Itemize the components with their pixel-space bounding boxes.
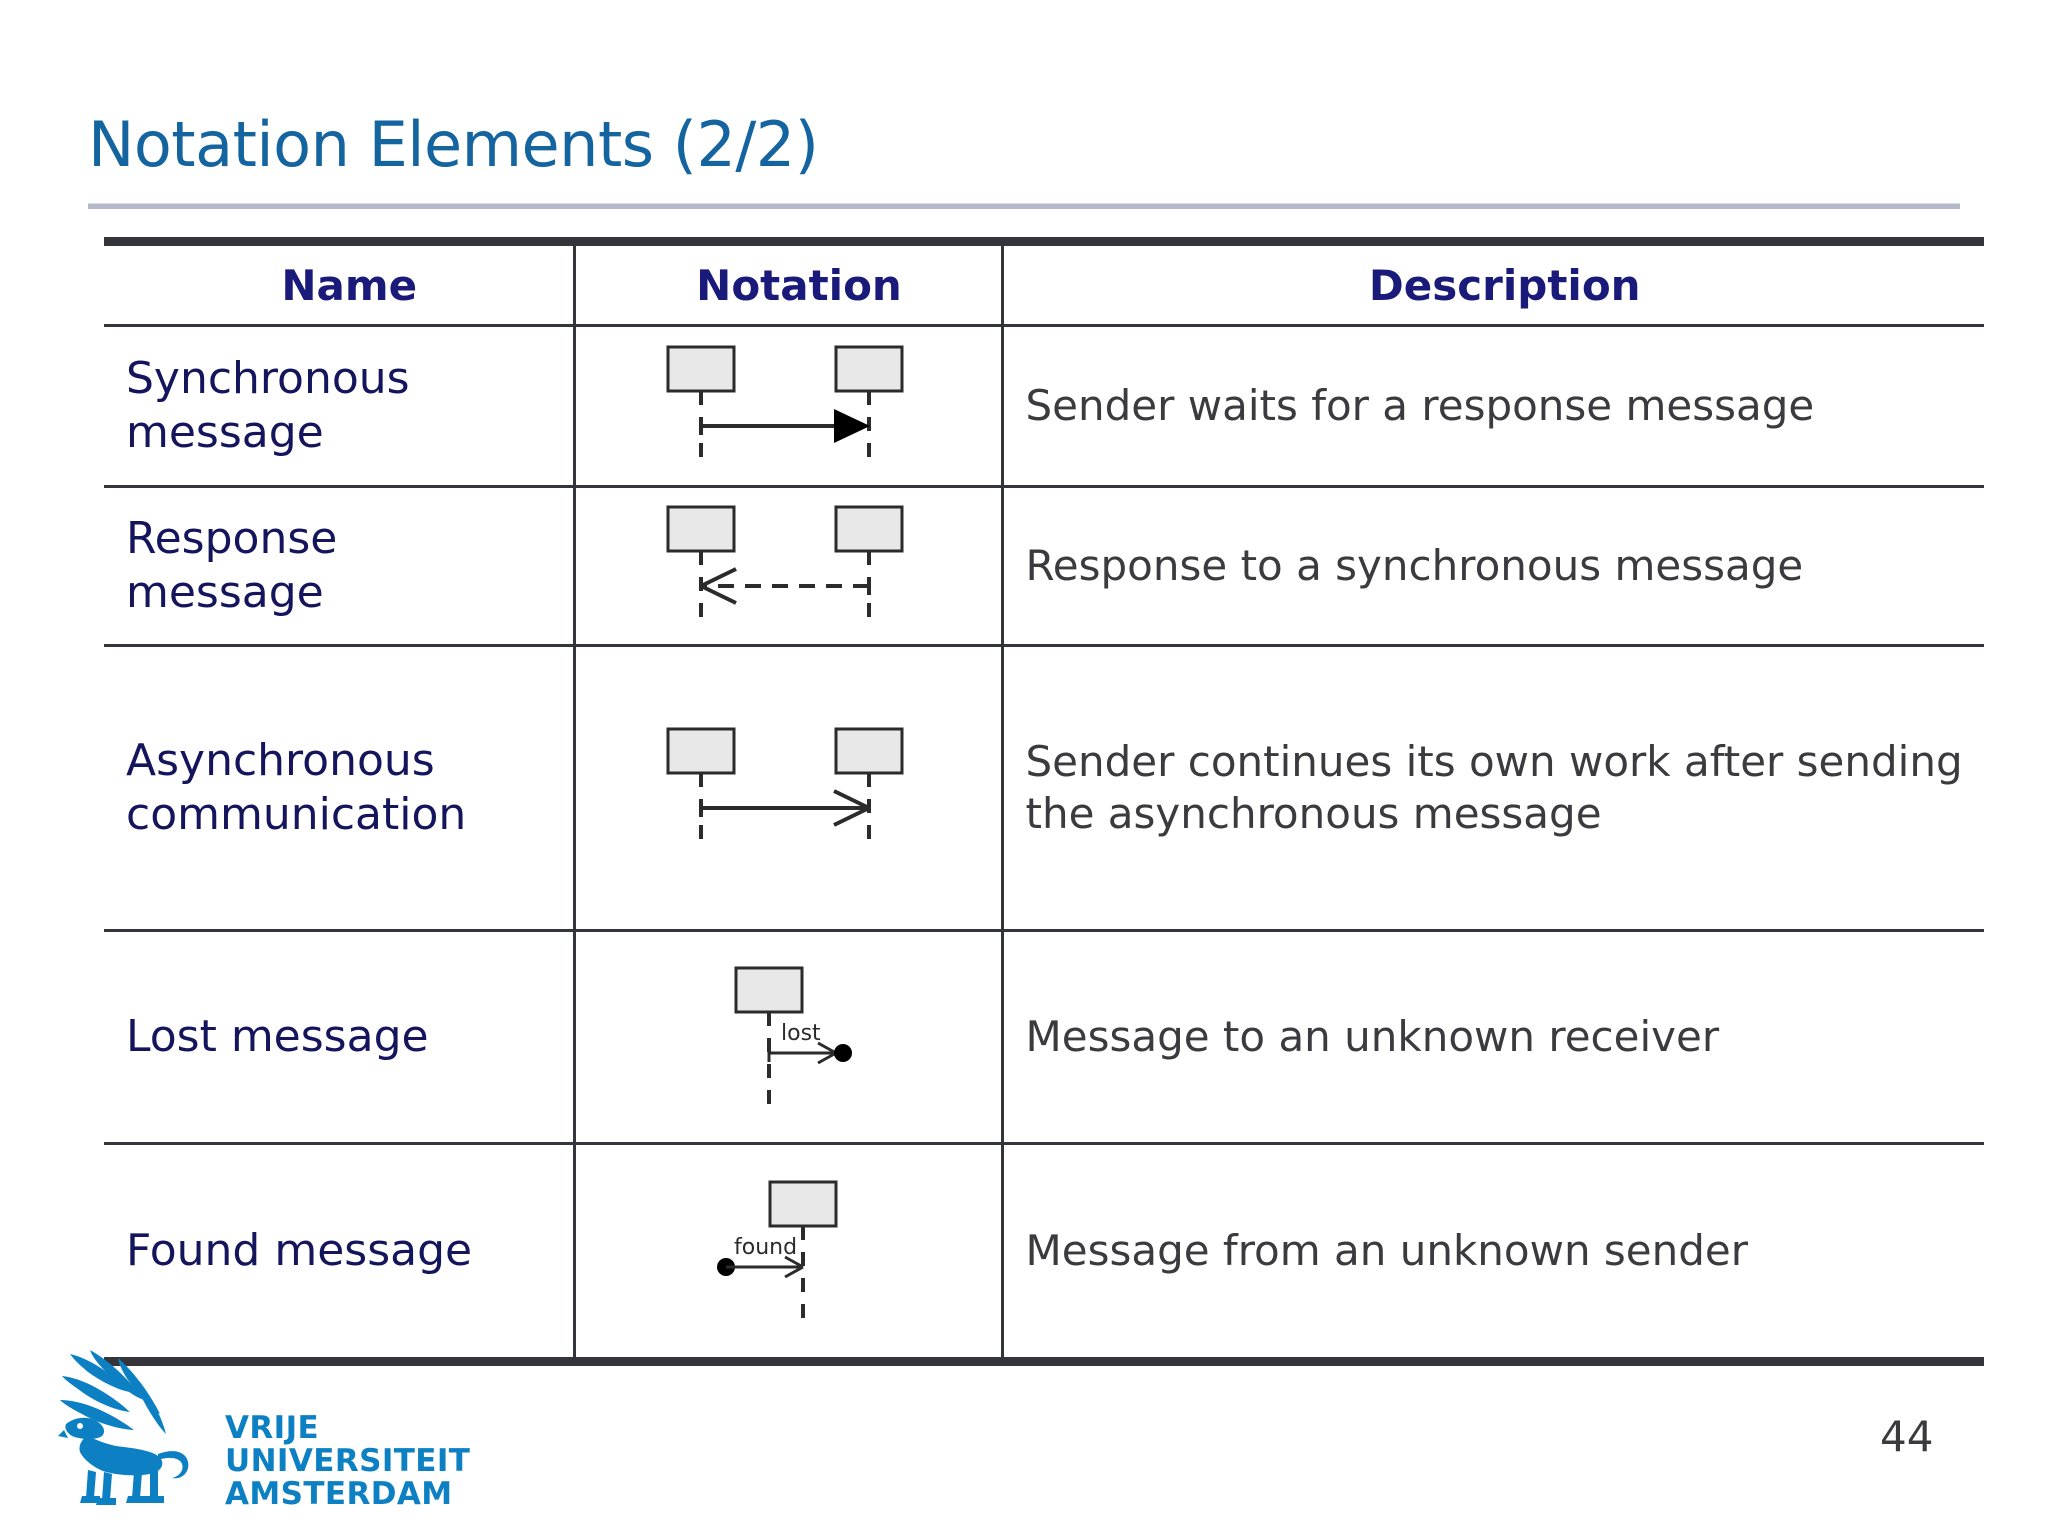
- row-description-label: Message from an unknown sender: [1025, 1225, 1749, 1275]
- response-message-diagram: [576, 501, 1001, 631]
- row-description-cell: Sender continues its own work after send…: [1000, 645, 1984, 932]
- sync-message-diagram: [576, 341, 1001, 471]
- column-header-notation-label: Notation: [696, 260, 902, 310]
- found-message-svg: found: [717, 1180, 838, 1318]
- vu-logo: VRIJE UNIVERSITEIT AMSTERDAM: [58, 1348, 470, 1513]
- row-name-cell: Found message: [104, 1143, 574, 1366]
- row-description-label: Message to an unknown receiver: [1025, 1011, 1720, 1061]
- notation-elements-table: Name Notation Description Synchronous me…: [104, 237, 1984, 1366]
- row-notation-cell: [572, 486, 1002, 647]
- row-name-label: Lost message: [126, 1011, 429, 1063]
- row-name-cell: Response message: [104, 486, 574, 647]
- lost-label: lost: [781, 1021, 821, 1046]
- title-divider: [88, 203, 1960, 209]
- row-name-label: Asynchronous communication: [126, 735, 467, 840]
- row-notation-cell: found: [572, 1143, 1002, 1366]
- row-name-label: Synchronous message: [126, 353, 410, 458]
- column-header-name-label: Name: [281, 260, 418, 310]
- page-number: 44: [1880, 1412, 1934, 1461]
- row-description-label: Sender continues its own work after send…: [1025, 736, 1963, 839]
- column-header-name: Name: [104, 241, 574, 327]
- lost-message-diagram: lost: [576, 962, 1001, 1112]
- row-description-cell: Message from an unknown sender: [1000, 1143, 1984, 1366]
- table-header-row: Name Notation Description: [104, 241, 1984, 327]
- row-notation-cell: [572, 325, 1002, 488]
- row-description-cell: Sender waits for a response message: [1000, 325, 1984, 488]
- table-row: Asynchronous communication: [104, 645, 1984, 932]
- row-name-label: Found message: [126, 1225, 473, 1277]
- column-header-description-label: Description: [1368, 260, 1641, 310]
- row-notation-cell: [572, 645, 1002, 932]
- found-label: found: [734, 1235, 797, 1260]
- column-header-notation: Notation: [572, 241, 1002, 327]
- found-message-diagram: found: [576, 1176, 1001, 1326]
- async-message-diagram: [576, 723, 1001, 853]
- row-name-cell: Asynchronous communication: [104, 645, 574, 932]
- table-row: Found message found Message from a: [104, 1143, 1984, 1366]
- table-row: Lost message lost Mes: [104, 930, 1984, 1145]
- table-row: Synchronous message Sender waits: [104, 325, 1984, 488]
- row-description-label: Sender waits for a response message: [1025, 380, 1815, 430]
- vu-wordmark-line3: AMSTERDAM: [225, 1476, 453, 1513]
- vu-griffin-icon: [58, 1350, 189, 1505]
- row-notation-cell: lost: [572, 930, 1002, 1145]
- sync-message-svg: [666, 345, 904, 463]
- row-name-cell: Synchronous message: [104, 325, 574, 488]
- vu-wordmark-line2: UNIVERSITEIT: [225, 1443, 471, 1480]
- page-title: Notation Elements (2/2): [88, 108, 819, 181]
- row-description-cell: Response to a synchronous message: [1000, 486, 1984, 647]
- response-message-svg: [666, 505, 904, 623]
- vu-wordmark: VRIJE UNIVERSITEIT AMSTERDAM: [225, 1412, 470, 1511]
- column-header-description: Description: [1000, 241, 1984, 327]
- row-description-label: Response to a synchronous message: [1025, 540, 1804, 590]
- async-message-svg: [666, 727, 904, 845]
- row-description-cell: Message to an unknown receiver: [1000, 930, 1984, 1145]
- row-name-label: Response message: [126, 513, 338, 618]
- table-row: Response message Res: [104, 486, 1984, 647]
- lost-message-svg: lost: [734, 966, 852, 1104]
- row-name-cell: Lost message: [104, 930, 574, 1145]
- vu-wordmark-line1: VRIJE: [225, 1410, 320, 1447]
